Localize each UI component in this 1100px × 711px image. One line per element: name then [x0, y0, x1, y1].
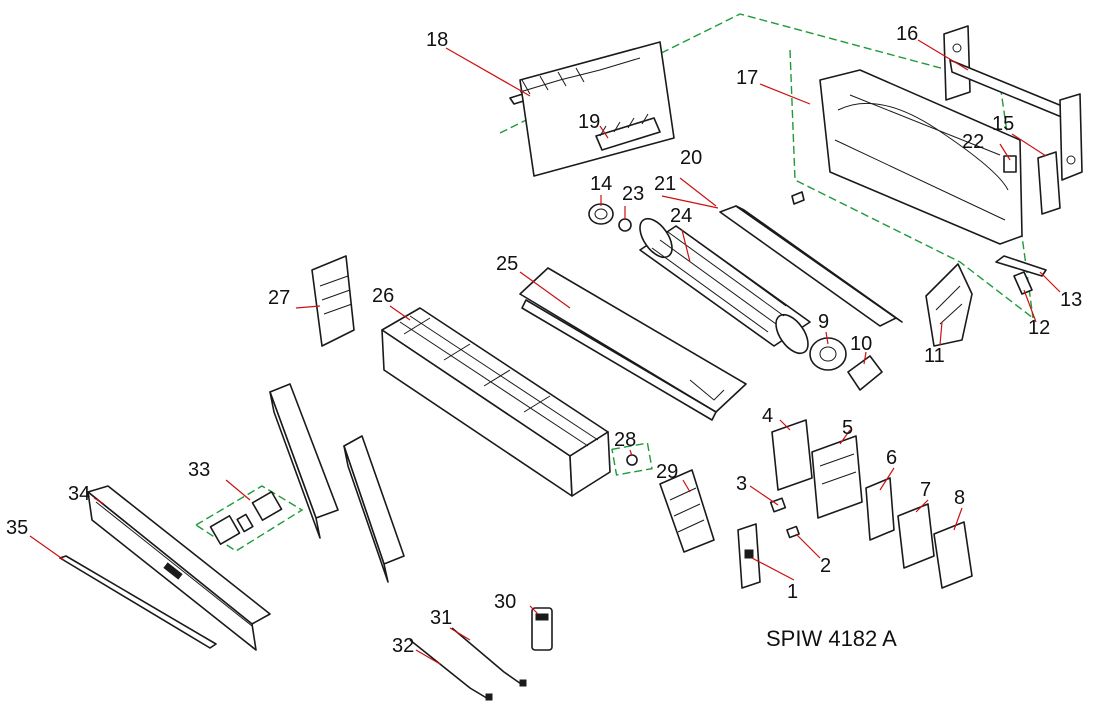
- label-16: 16: [896, 23, 918, 45]
- label-31: 31: [430, 607, 452, 629]
- label-25: 25: [496, 253, 518, 275]
- label-10: 10: [850, 333, 872, 355]
- label-19: 19: [578, 111, 600, 133]
- label-21: 21: [654, 173, 676, 195]
- label-14: 14: [590, 173, 612, 195]
- label-29: 29: [656, 461, 678, 483]
- model-number: SPIW 4182 A: [766, 626, 897, 651]
- part-11-side-frame: [925, 263, 973, 347]
- part-5-electric-box: [811, 435, 863, 519]
- label-30: 30: [494, 591, 516, 613]
- part-14-bearing: [588, 203, 614, 225]
- group-outline-back: [789, 49, 1034, 319]
- label-12: 12: [1028, 317, 1050, 339]
- label-28: 28: [614, 429, 636, 451]
- label-35: 35: [6, 517, 28, 539]
- label-17: 17: [736, 67, 758, 89]
- label-8: 8: [954, 487, 965, 509]
- part-6-board-cover: [865, 477, 895, 541]
- part-air-filter-right: [343, 435, 405, 583]
- part-23-bushing: [618, 218, 632, 232]
- leader-lines: [29, 39, 1061, 665]
- part-26-front-frame: [381, 307, 611, 497]
- part-12-sensor: [1013, 271, 1033, 295]
- part-20-drain-tray: [719, 205, 903, 327]
- part-15-bracket: [1037, 151, 1061, 215]
- label-18: 18: [426, 29, 448, 51]
- part-33-filter-kit: [209, 491, 283, 545]
- part-18-louvre-assembly: [509, 41, 675, 177]
- part-air-filter-left: [269, 383, 339, 539]
- part-7-shield: [897, 503, 935, 569]
- part-8-box-cover: [933, 521, 973, 589]
- label-3: 3: [736, 473, 747, 495]
- part-28-display-board: [626, 454, 638, 466]
- part-31-cable: [451, 627, 527, 687]
- label-5: 5: [842, 417, 853, 439]
- part-29-side-cover: [659, 469, 715, 553]
- label-6: 6: [886, 447, 897, 469]
- label-33: 33: [188, 459, 210, 481]
- part-25-evaporator: [519, 267, 747, 421]
- label-13: 13: [1060, 289, 1082, 311]
- label-9: 9: [818, 311, 829, 333]
- part-16-mounting-plate: [943, 25, 1083, 181]
- part-1-control-board: [737, 523, 761, 589]
- label-2: 2: [820, 555, 831, 577]
- label-23: 23: [622, 183, 644, 205]
- label-27: 27: [268, 287, 290, 309]
- label-7: 7: [920, 479, 931, 501]
- part-screw: [791, 191, 805, 205]
- label-11: 11: [924, 345, 945, 367]
- label-26: 26: [372, 285, 394, 307]
- part-22-clip: [1003, 155, 1017, 173]
- label-24: 24: [670, 205, 692, 227]
- part-24-cross-flow-fan: [639, 217, 811, 355]
- label-22: 22: [962, 131, 984, 153]
- label-15: 15: [992, 113, 1014, 135]
- label-20: 20: [680, 147, 702, 169]
- part-34-front-panel: [87, 485, 271, 651]
- part-number-labels: 1 2 3 4 5 6 7 8 9 10 11 12 13 14 15 16 1…: [6, 23, 1082, 657]
- part-32-cable: [409, 639, 493, 701]
- label-32: 32: [392, 635, 414, 657]
- label-4: 4: [762, 405, 773, 427]
- part-27-left-bracket: [311, 255, 355, 347]
- part-35-decor-strip: [59, 555, 217, 649]
- part-9-fan-motor: [809, 337, 847, 371]
- part-30-remote-control: [531, 607, 553, 651]
- part-13-tube: [995, 255, 1047, 277]
- part-10-motor-clamp: [847, 355, 883, 391]
- label-1: 1: [787, 581, 798, 603]
- group-outline-28: [611, 442, 653, 476]
- label-34: 34: [68, 483, 90, 505]
- part-4-cover-plate: [771, 419, 813, 491]
- part-17-chassis: [819, 69, 1023, 245]
